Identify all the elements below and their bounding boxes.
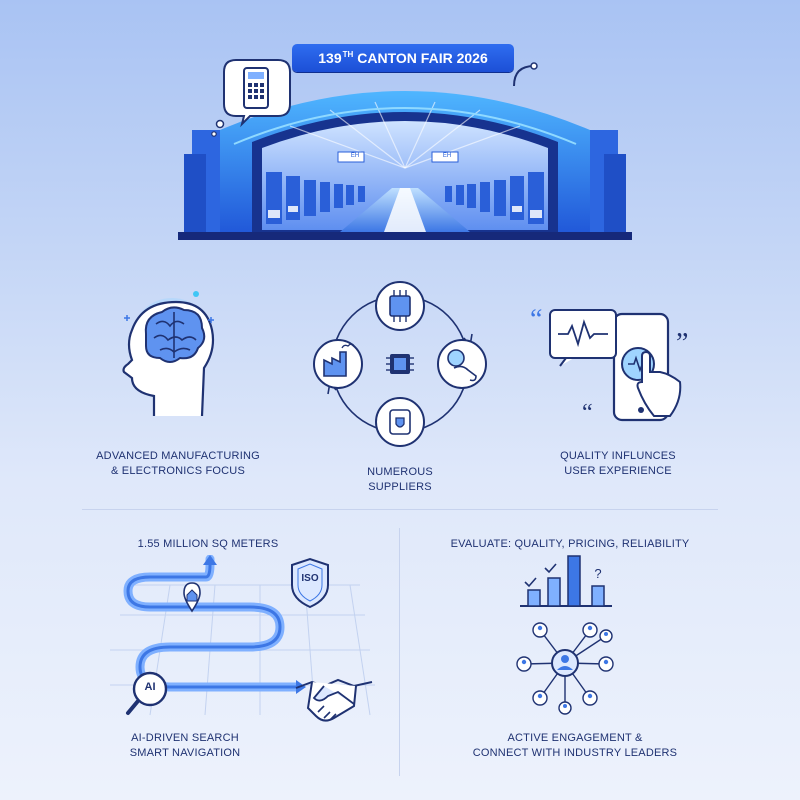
fair-edition-number: 139 (318, 50, 342, 66)
evaluate-criteria-label: EVALUATE: QUALITY, PRICING, RELIABILITY (450, 538, 690, 550)
network-people-icon (516, 622, 614, 715)
ai-navigation-line-2: SMART NAVIGATION (129, 747, 241, 759)
feature-suppliers-line-1: NUMEROUS (367, 466, 433, 478)
handshake-icon (295, 678, 373, 722)
ai-search-icon: AI (144, 681, 156, 693)
feature-suppliers-caption: NUMEROUS SUPPLIERS (300, 465, 500, 495)
hall-sign-right: EH (442, 153, 452, 159)
question-mark-label: ? (594, 566, 602, 581)
banner-lamp-icon (513, 62, 538, 87)
exhibition-hall-illustration (178, 91, 632, 240)
svg-text:“: “ (530, 304, 542, 335)
feature-quality-line-2: USER EXPERIENCE (564, 465, 672, 477)
svg-text:“: “ (582, 400, 593, 426)
section-divider-horizontal (82, 509, 718, 510)
feature-manufacturing-caption: ADVANCED MANUFACTURING & ELECTRONICS FOC… (78, 449, 278, 479)
svg-text:”: ” (676, 328, 688, 359)
supplier-cycle-icon (313, 281, 487, 447)
feature-manufacturing-line-1: ADVANCED MANUFACTURING (96, 450, 260, 462)
engagement-line-2: CONNECT WITH INDUSTRY LEADERS (472, 747, 678, 759)
iso-badge-text: ISO (301, 573, 319, 584)
hall-sign-left: EH (350, 153, 360, 159)
feature-suppliers-line-2: SUPPLIERS (368, 481, 432, 493)
fair-edition-suffix: TH (342, 49, 354, 59)
calculator-phone-icon (211, 59, 291, 137)
ai-navigation-caption: AI-DRIVEN SEARCH SMART NAVIGATION (116, 731, 276, 761)
feature-manufacturing-line-2: & ELECTRONICS FOCUS (111, 465, 245, 477)
ai-navigation-line-1: AI-DRIVEN SEARCH (131, 732, 239, 744)
area-size-label: 1.55 MILLION SQ METERS (137, 538, 279, 550)
feature-quality-line-1: QUALITY INFLUNCES (560, 450, 676, 462)
engagement-caption: ACTIVE ENGAGEMENT & CONNECT WITH INDUSTR… (440, 731, 710, 761)
navigation-path-illustration (110, 555, 375, 716)
section-divider-vertical (399, 528, 400, 776)
brain-head-icon (122, 291, 215, 417)
feature-quality-caption: QUALITY INFLUNCES USER EXPERIENCE (528, 449, 708, 479)
engagement-line-1: ACTIVE ENGAGEMENT & (507, 732, 643, 744)
evaluation-bar-chart-icon (520, 555, 612, 607)
fair-title-text: CANTON FAIR 2026 (357, 50, 488, 66)
phone-touch-icon: “ ” “ (530, 304, 688, 426)
